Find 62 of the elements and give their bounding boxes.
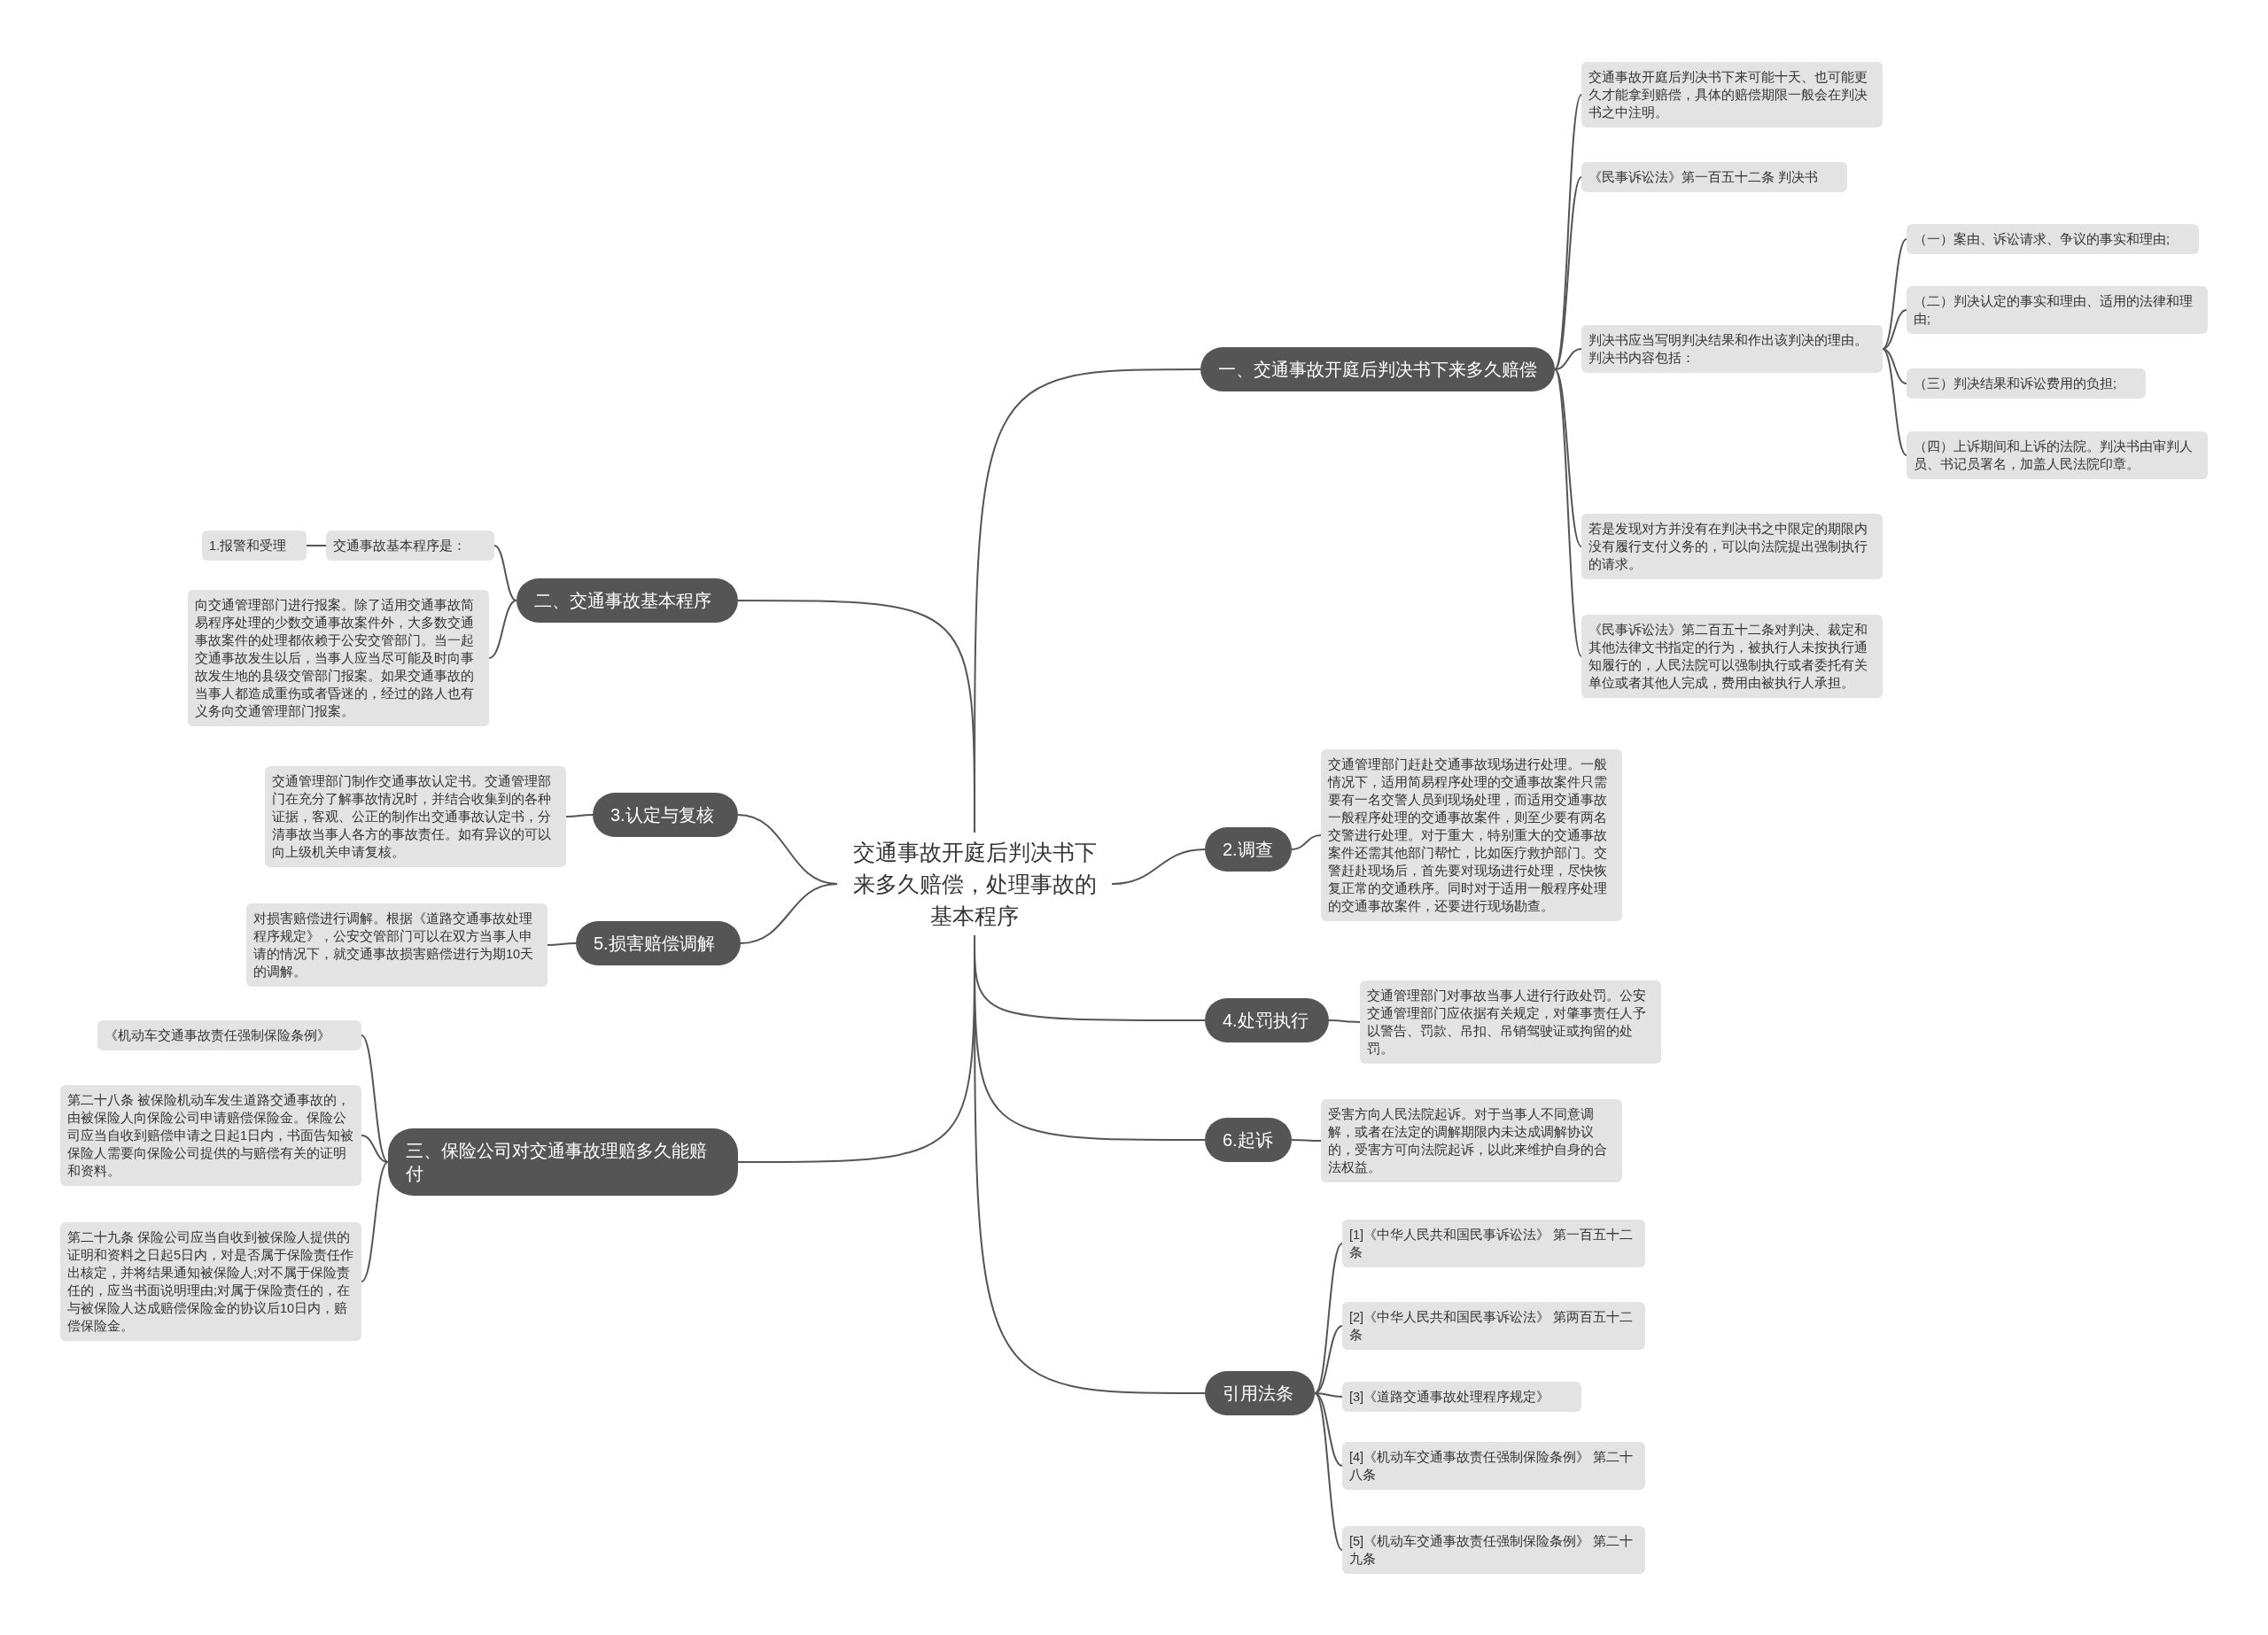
note-box: [4]《机动车交通事故责任强制保险条例》 第二十八条 (1342, 1442, 1645, 1490)
note-box: 1.报警和受理 (202, 531, 307, 561)
note-box: 若是发现对方并没有在判决书之中限定的期限内没有履行支付义务的，可以向法院提出强制执行的请求。 (1581, 514, 1883, 579)
note-box: 交通事故基本程序是： (326, 531, 494, 561)
note-box: 交通管理部门制作交通事故认定书。交通管理部门在充分了解事故情况时，并结合收集到的各种证据，客观、公正的制作出交通事故认定书，分清事故当事人各方的事故责任。如有异议的可以向上级机关申请复核。 (265, 766, 566, 867)
connector (737, 600, 975, 833)
connector (306, 545, 327, 546)
note-box: （二）判决认定的事实和理由、适用的法律和理由; (1907, 286, 2208, 334)
branch-topic: 三、保险公司对交通事故理赔多久能赔付 (388, 1128, 738, 1196)
connector (1554, 368, 1582, 547)
note-box: 交通管理部门赶赴交通事故现场进行处理。一般情况下，适用简易程序处理的交通事故案件只需要有一名交警人员到现场处理，而适用交通事故一般程序处理的交通事故案件，则至少要有两名交警进行处理。对于重大，特别重大的交通事故案件还需其他部门帮忙，比如医疗救护部门。交警赶赴现场后，首先要对现场进行处理，尽快恢复正常的交通秩序。同时对于适用一般程序处理的交通事故案件，还要进行现场勘查。 (1321, 749, 1622, 921)
note-box: 交通管理部门对事故当事人进行行政处罚。公安交通管理部门应依据有关规定，对肇事责任人予以警告、罚款、吊扣、吊销驾驶证或拘留的处罚。 (1360, 980, 1661, 1064)
branch-topic: 5.损害赔偿调解 (576, 921, 741, 965)
note-box: （三）判决结果和诉讼费用的负担; (1907, 368, 2146, 399)
branch-topic: 一、交通事故开庭后判决书下来多久赔偿 (1200, 347, 1555, 391)
note-box: 《机动车交通事故责任强制保险条例》 (97, 1020, 361, 1050)
connector (547, 942, 577, 946)
note-box: 向交通管理部门进行报案。除了适用交通事故简易程序处理的少数交通事故案件外，大多数交通事故案件的处理都依赖于公安交管部门。当一起交通事故发生以后，当事人应当尽可能及时向事故发生地的县级交管部门报案。如果交通事故的当事人都造成重伤或者昏迷的，经过的路人也有义务向交通管理部门报案。 (188, 590, 489, 726)
connector (1314, 1325, 1343, 1394)
note-box: [1]《中华人民共和国民事诉讼法》 第一百五十二条 (1342, 1220, 1645, 1267)
note-box: 受害方向人民法院起诉。对于当事人不同意调解，或者在法定的调解期限内未达成调解协议的，受害方可向法院起诉，以此来维护自身的合法权益。 (1321, 1099, 1622, 1182)
connector (1314, 1392, 1343, 1551)
connector (1291, 1139, 1322, 1142)
connector (1554, 348, 1582, 370)
note-box: （一）案由、诉讼请求、争议的事实和理由; (1907, 224, 2199, 254)
connector (1882, 238, 1907, 350)
note-box: 第二十八条 被保险机动车发生道路交通事故的，由被保险人向保险公司申请赔偿保险金。保险公司应当自收到赔偿申请之日起1日内，书面告知被保险人需要向保险公司提供的与赔偿有关的证明和资料。 (60, 1085, 361, 1186)
connector (1554, 94, 1582, 370)
branch-topic: 3.认定与复核 (593, 793, 738, 837)
branch-topic: 4.处罚执行 (1205, 998, 1329, 1042)
note-box: 交通事故开庭后判决书下来可能十天、也可能更久才能拿到赔偿，具体的赔偿期限一般会在判决书之中注明。 (1581, 62, 1883, 128)
connector (493, 545, 517, 601)
connector (361, 1135, 389, 1163)
note-box: 《民事诉讼法》第二百五十二条对判决、裁定和其他法律文书指定的行为，被执行人未按执行通知履行的，人民法院可以强制执行或者委托有关单位或者其他人完成，费用由被执行人承担。 (1581, 615, 1883, 698)
branch-topic: 二、交通事故基本程序 (517, 578, 738, 623)
note-box: 第二十九条 保险公司应当自收到被保险人提供的证明和资料之日起5日内，对是否属于保险责任作出核定，并将结果通知被保险人;对不属于保险责任的，应当书面说明理由;对属于保险责任的，在与被保险人达成赔偿保险金的协议后10日内，赔偿保险金。 (60, 1222, 361, 1341)
connector (1882, 348, 1907, 384)
branch-topic: 2.调查 (1205, 827, 1292, 872)
connector (740, 883, 838, 944)
connector (1554, 368, 1582, 657)
note-box: [5]《机动车交通事故责任强制保险条例》 第二十九条 (1342, 1526, 1645, 1574)
note-box: [3]《道路交通事故处理程序规定》 (1342, 1382, 1581, 1412)
connector (1314, 1243, 1343, 1394)
connector (565, 814, 594, 818)
connector (361, 1161, 389, 1282)
note-box: [2]《中华人民共和国民事诉讼法》 第两百五十二条 (1342, 1302, 1645, 1350)
branch-topic: 6.起诉 (1205, 1118, 1292, 1162)
note-box: （四）上诉期间和上诉的法院。判决书由审判人员、书记员署名，加盖人民法院印章。 (1907, 431, 2208, 479)
note-box: 《民事诉讼法》第一百五十二条 判决书 (1581, 162, 1847, 192)
note-box: 判决书应当写明判决结果和作出该判决的理由。判决书内容包括： (1581, 325, 1883, 373)
connector (1882, 309, 1907, 350)
connector (361, 1034, 389, 1163)
connector (1554, 176, 1582, 370)
connector (488, 600, 517, 659)
branch-topic: 引用法条 (1205, 1371, 1315, 1415)
connector (974, 934, 1206, 1394)
note-box: 对损害赔偿进行调解。根据《道路交通事故处理程序规定》，公安交管部门可以在双方当事人申请的情况下，就交通事故损害赔偿进行为期10天的调解。 (246, 903, 548, 987)
connector (1111, 848, 1206, 885)
connector (1882, 348, 1907, 456)
central-topic: 交通事故开庭后判决书下来多久赔偿，处理事故的基本程序 (837, 833, 1112, 935)
connector (1328, 1019, 1361, 1023)
connector (1291, 834, 1322, 850)
